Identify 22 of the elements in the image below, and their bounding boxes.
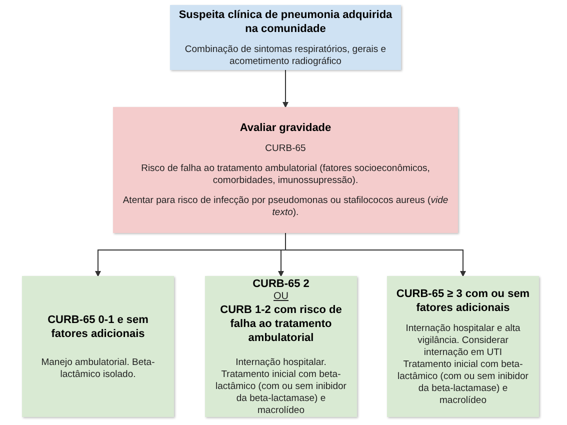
box-text: Manejo ambulatorial. Beta-lactâmico isolado. [40,356,156,380]
process-box [22,276,174,417]
box-text: Internação hospitalar e alta vigilância. Considerar internação em UTI [404,322,522,358]
box-text: Risco de falha ao tratamento ambulatorial (fatores socioeconômicos, comorbidades, imunossupressão). [140,163,431,187]
box-heading: CURB-65 2 [252,276,310,290]
box-heading: CURB-65 0-1 e sem fatores adicionais [46,312,150,340]
box-text: CURB-65 [265,143,306,155]
connector-word: OU [274,290,288,302]
process-box [205,276,357,417]
box-text: Combinação de sintomas respiratórios, gerais e acometimento radiográfico [184,44,388,68]
box-text: Internação hospitalar. Tratamento inicial com beta-lactâmico (com ou sem inibidor da beta-lactamase) e macrolídeo [214,356,348,416]
box-heading: CURB-65 ≥ 3 com ou sem fatores adicionais [395,286,531,314]
process-box [113,107,458,233]
box-text: Atentar para risco de infecção por pseudomonas ou stafilococos aureus (vide texto). [122,195,450,219]
box-text: Tratamento inicial com beta-lactâmico (com ou sem inibidor da beta-lactamase) e macrolídeo [396,358,530,406]
box-heading: CURB 1-2 com risco de falha ao tratamento ambulatorial [219,302,343,344]
box-heading: Suspeita clínica de pneumonia adquirida na comunidade [178,8,393,36]
process-box [387,276,539,417]
box-heading: Avaliar gravidade [240,121,332,135]
arrow [282,70,288,108]
process-box [170,5,401,70]
arrow [285,232,466,277]
